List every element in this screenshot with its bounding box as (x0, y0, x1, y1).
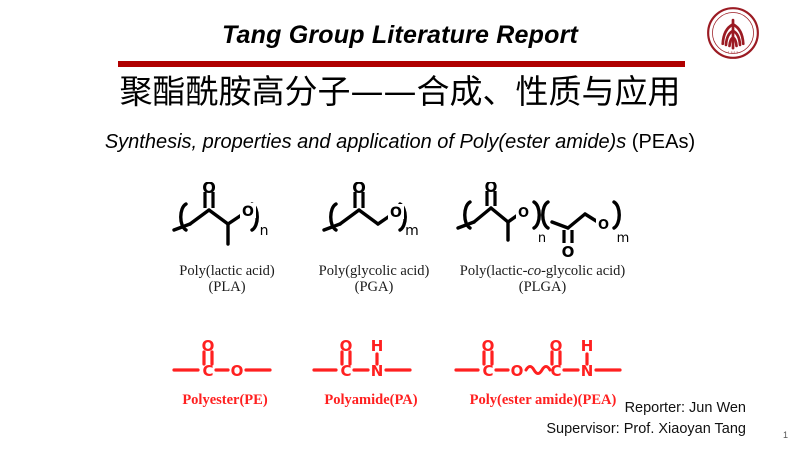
atom-label-o-carbonyl-ester: O (482, 337, 495, 355)
caption-pga: Poly(glycolic acid) (PGA) (294, 263, 454, 295)
caption-plga: Poly(lactic-co-glycolic acid) (PLGA) (435, 263, 650, 295)
atom-label-o-ester: O (390, 205, 402, 221)
atom-label-o-carbonyl-2: O (562, 243, 575, 261)
repeat-index-pga: m (405, 223, 419, 239)
atom-label-n: N (371, 362, 384, 380)
subtitle-italic-part: Synthesis, properties and application of… (104, 131, 627, 153)
caption-pga-line2: (PGA) (354, 278, 394, 295)
structure-pla: O O O n (168, 182, 280, 252)
peking-university-logo: 1 8 9 8 (706, 6, 760, 60)
caption-plga-line1-pre: Poly(lactic- (459, 263, 528, 279)
page-title-chinese: 聚酯酰胺高分子——合成、性质与应用 (119, 72, 681, 111)
caption-pla: Poly(lactic acid) (PLA) (152, 263, 302, 295)
page-number: 1 (782, 430, 788, 440)
caption-pla-line2: (PLA) (208, 278, 246, 295)
label-polyester: Polyester(PE) (182, 392, 268, 408)
page-title: Tang Group Literature Report (221, 21, 579, 49)
caption-pla-line1: Poly(lactic acid) (179, 263, 275, 279)
label-poly-ester-amide: Poly(ester amide)(PEA) (469, 392, 617, 408)
atom-label-o-ester: O (231, 362, 244, 380)
repeat-index-plga-n: n (538, 231, 546, 246)
svg-text:O: O (202, 182, 216, 197)
repeat-index-plga-m: m (617, 231, 630, 246)
atom-label-o-carbonyl: O (202, 337, 215, 355)
caption-plga-italic-co: co (527, 263, 542, 279)
structure-amide-group: O H C N (310, 336, 425, 384)
atom-label-c: C (340, 362, 351, 380)
atom-label-o-ester: O (511, 362, 524, 380)
structure-ester-group: O C O (170, 336, 278, 384)
atom-label-h: H (581, 337, 594, 355)
atom-label-c: C (202, 362, 213, 380)
atom-label-c-amide: C (550, 362, 561, 380)
structure-pga: O O m (318, 182, 423, 252)
atom-label-o-carbonyl-1: O (485, 182, 498, 196)
page-subtitle: Synthesis, properties and application of… (0, 131, 800, 154)
label-polyamide: Polyamide(PA) (324, 392, 418, 408)
atom-label-h: H (371, 337, 384, 355)
atom-label-o-ester-1: O (518, 206, 529, 221)
svg-text:1 8 9 8: 1 8 9 8 (728, 51, 738, 55)
supervisor-line: Supervisor: Prof. Xiaoyan Tang (546, 421, 746, 437)
atom-label-o-carbonyl: O (352, 182, 366, 197)
caption-plga-line1-post: -glycolic acid) (541, 263, 626, 279)
atom-label-o-carbonyl-amide: O (550, 337, 563, 355)
title-divider-rule (118, 61, 685, 67)
atom-label-o-ester: O (242, 204, 254, 220)
repeat-index-pla: n (260, 223, 269, 239)
structure-plga: O O n O O m (456, 182, 631, 262)
atom-label-c-ester: C (482, 362, 493, 380)
subtitle-upright-part: (PEAs) (626, 131, 696, 153)
atom-label-o-ester-2: O (598, 218, 609, 233)
atom-label-n: N (581, 362, 594, 380)
reporter-line: Reporter: Jun Wen (624, 400, 746, 416)
caption-pga-line1: Poly(glycolic acid) (318, 263, 430, 279)
atom-label-o-carbonyl: O (340, 337, 353, 355)
presenter-info: Reporter: Jun Wen Supervisor: Prof. Xiao… (326, 398, 746, 440)
caption-plga-line2: (PLGA) (518, 278, 567, 295)
structure-ester-amide-group: O C O O H C N (452, 336, 632, 384)
